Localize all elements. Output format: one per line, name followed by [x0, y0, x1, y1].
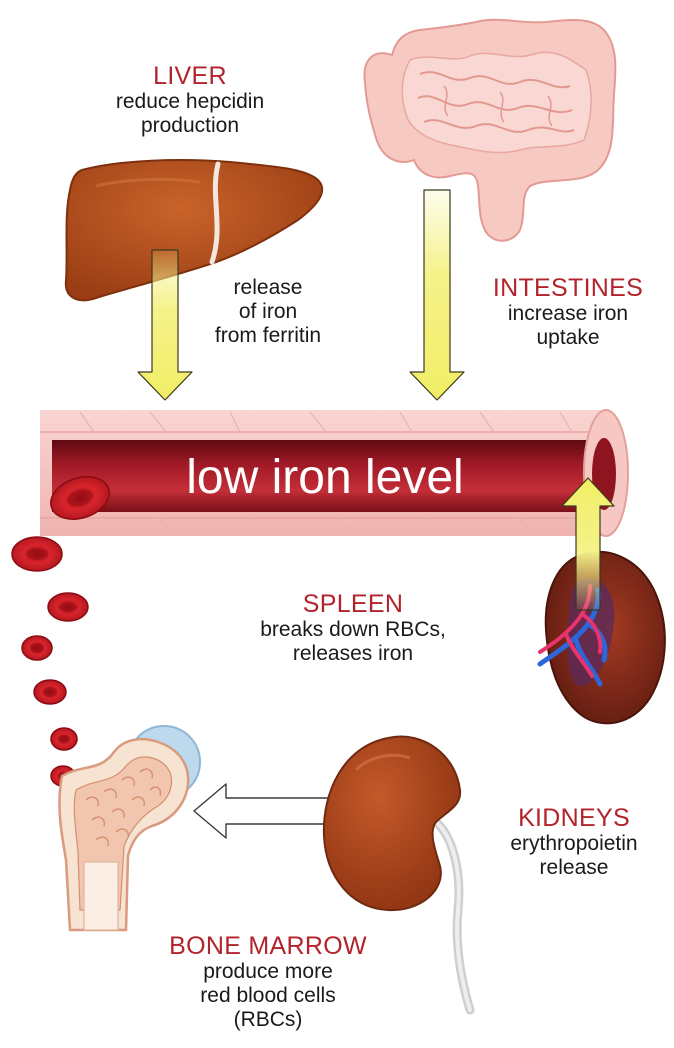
- red-blood-cell: [34, 680, 66, 704]
- ferritin-line-3: from ferritin: [188, 324, 348, 348]
- spleen-label: SPLEEN breaks down RBCs, releases iron: [238, 590, 468, 666]
- vessel-label: low iron level: [100, 450, 550, 506]
- liver-desc-line-2: production: [60, 114, 320, 138]
- bone-marrow-desc-line-2: red blood cells: [118, 984, 418, 1008]
- kidneys-desc-line-1: erythropoietin: [484, 832, 664, 856]
- red-blood-cell: [48, 593, 88, 621]
- bone-marrow-desc-line-3: (RBCs): [118, 1008, 418, 1032]
- liver-label: LIVER reduce hepcidin production: [60, 62, 320, 138]
- spleen-desc-line-1: breaks down RBCs,: [238, 618, 468, 642]
- ferritin-label: release of iron from ferritin: [188, 276, 348, 348]
- red-blood-cell: [12, 537, 62, 571]
- intestines-illustration: [364, 20, 615, 241]
- ferritin-line-1: release: [188, 276, 348, 300]
- ferritin-line-2: of iron: [188, 300, 348, 324]
- bone-marrow-title: BONE MARROW: [118, 932, 418, 960]
- kidneys-title: KIDNEYS: [484, 804, 664, 832]
- bone-marrow-desc-line-1: produce more: [118, 960, 418, 984]
- spleen-desc-line-2: releases iron: [238, 642, 468, 666]
- kidneys-label: KIDNEYS erythropoietin release: [484, 804, 664, 880]
- liver-desc-line-1: reduce hepcidin: [60, 90, 320, 114]
- kidneys-desc-line-2: release: [484, 856, 664, 880]
- spleen-title: SPLEEN: [238, 590, 468, 618]
- intestines-title: INTESTINES: [456, 274, 674, 302]
- red-blood-cell: [51, 728, 77, 750]
- bone-illustration: [59, 726, 200, 930]
- intestines-desc-line-1: increase iron: [456, 302, 674, 326]
- liver-title: LIVER: [60, 62, 320, 90]
- red-blood-cell: [22, 636, 52, 660]
- intestines-desc-line-2: uptake: [456, 326, 674, 350]
- intestines-label: INTESTINES increase iron uptake: [456, 274, 674, 350]
- bone-marrow-label: BONE MARROW produce more red blood cells…: [118, 932, 418, 1032]
- spleen-illustration: [540, 552, 665, 724]
